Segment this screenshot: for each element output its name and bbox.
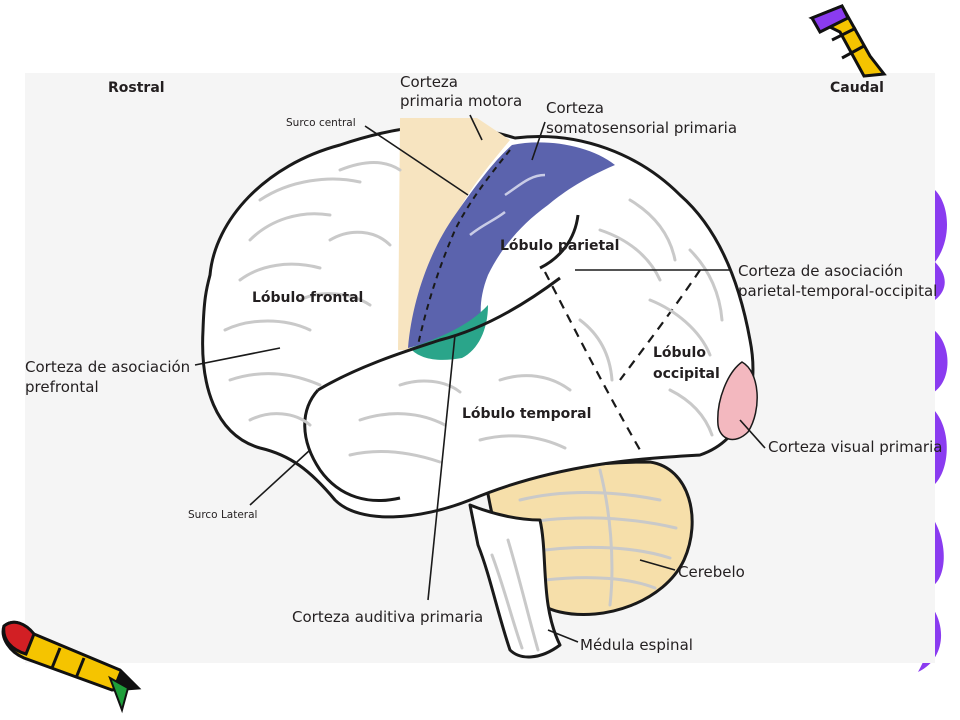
label-prefrontal-2: prefrontal: [25, 378, 99, 396]
label-prefrontal-1: Corteza de asociación: [25, 358, 190, 376]
leader-central-sulcus: [364, 125, 469, 196]
lateral-sulcus-line: [317, 276, 561, 392]
label-auditory-cortex: Corteza auditiva primaria: [292, 608, 483, 626]
label-rostral: Rostral: [108, 80, 165, 96]
leader-cerebellum: [639, 559, 676, 571]
visual-cortex-region: [717, 361, 758, 441]
label-spinal-cord: Médula espinal: [580, 636, 693, 654]
central-sulcus-line: [417, 149, 511, 346]
leader-spinal-cord: [547, 629, 579, 643]
auditory-cortex-region: [410, 305, 488, 360]
leader-lateral-sulcus: [249, 449, 311, 506]
label-temporal-lobe: Lóbulo temporal: [462, 406, 591, 422]
leader-prefrontal: [194, 347, 281, 366]
label-frontal-lobe: Lóbulo frontal: [252, 290, 363, 306]
leader-auditory-cortex: [427, 334, 456, 601]
label-occipital-lobe-1: Lóbulo: [653, 345, 706, 361]
label-parietal-lobe: Lóbulo parietal: [500, 238, 619, 254]
somatosensory-cortex-region: [408, 142, 615, 348]
parieto-occipital-boundary: [544, 271, 641, 451]
label-lateral-sulcus: Surco Lateral: [188, 509, 257, 521]
leader-motor-cortex: [469, 114, 483, 141]
label-motor-cortex-2: primaria motora: [400, 92, 522, 110]
leader-somatosensory: [531, 121, 546, 161]
label-occipital-lobe-2: occipital: [653, 366, 720, 382]
pencil-icon: [808, 4, 887, 78]
leader-visual-cortex: [739, 419, 766, 449]
label-somatosensory-1: Corteza: [546, 99, 604, 117]
label-motor-cortex-1: Corteza: [400, 73, 458, 91]
label-somatosensory-2: somatosensorial primaria: [546, 119, 737, 137]
temporo-occipital-boundary: [619, 269, 701, 381]
pencil-icon: [1, 620, 142, 714]
label-pto-association-2: parietal-temporal-occipital: [738, 282, 937, 300]
purple-brush-decoration: [918, 190, 948, 672]
label-visual-cortex: Corteza visual primaria: [768, 438, 942, 456]
label-pto-association-1: Corteza de asociación: [738, 262, 903, 280]
label-caudal: Caudal: [830, 80, 884, 96]
label-central-sulcus: Surco central: [286, 117, 356, 129]
label-cerebellum: Cerebelo: [678, 563, 745, 581]
cortical-folds: [223, 161, 724, 464]
brainstem: [468, 503, 562, 659]
